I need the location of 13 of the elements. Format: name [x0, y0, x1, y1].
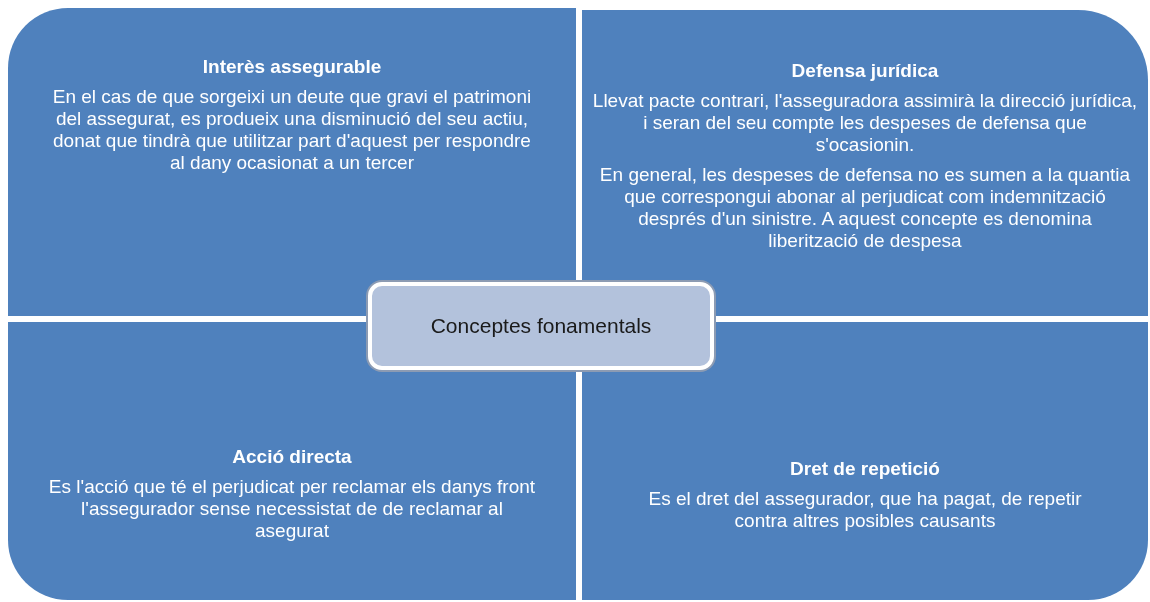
quadrant-text: En general, les despeses de defensa no es sumen a la quantia que correspongui abonar al perjudicat com indemnització després d'un sinistre. A aquest concepte es denomina liberització de despesa [598, 164, 1132, 252]
quadrant-panel [8, 8, 576, 316]
quadrant-heading: Dret de repetició [790, 458, 940, 480]
quadrant-heading: Interès assegurable [202, 56, 382, 78]
center-box [368, 282, 714, 370]
quadrant-text: Es el dret del assegurador, que ha pagat, de repetir contra altres posibles causants [647, 488, 1083, 532]
quadrant-text: En el cas de que sorgeixi un deute que gravi el patrimoni del assegurat, es produeix una disminució del seu actiu, donat que tindrà que utilitzar part d'aquest per respondre al dany ocasionat a un tercer [51, 86, 533, 174]
quadrant-text: Es l'acció que té el perjudicat per reclamar els danys front l'assegurador sense necessistat de de reclamar al asegurat [47, 476, 537, 542]
quadrant-heading: Defensa jurídica [791, 60, 939, 82]
quadrant-heading: Acció directa [232, 446, 352, 468]
center-title: Conceptes fonamentals [430, 314, 652, 338]
quadrant-text: Llevat pacte contrari, l'asseguradora assimirà la direcció jurídica, i seran del seu compte les despeses de defensa que s'ocasionin. [592, 90, 1138, 156]
quadrant-panel [582, 10, 1148, 316]
